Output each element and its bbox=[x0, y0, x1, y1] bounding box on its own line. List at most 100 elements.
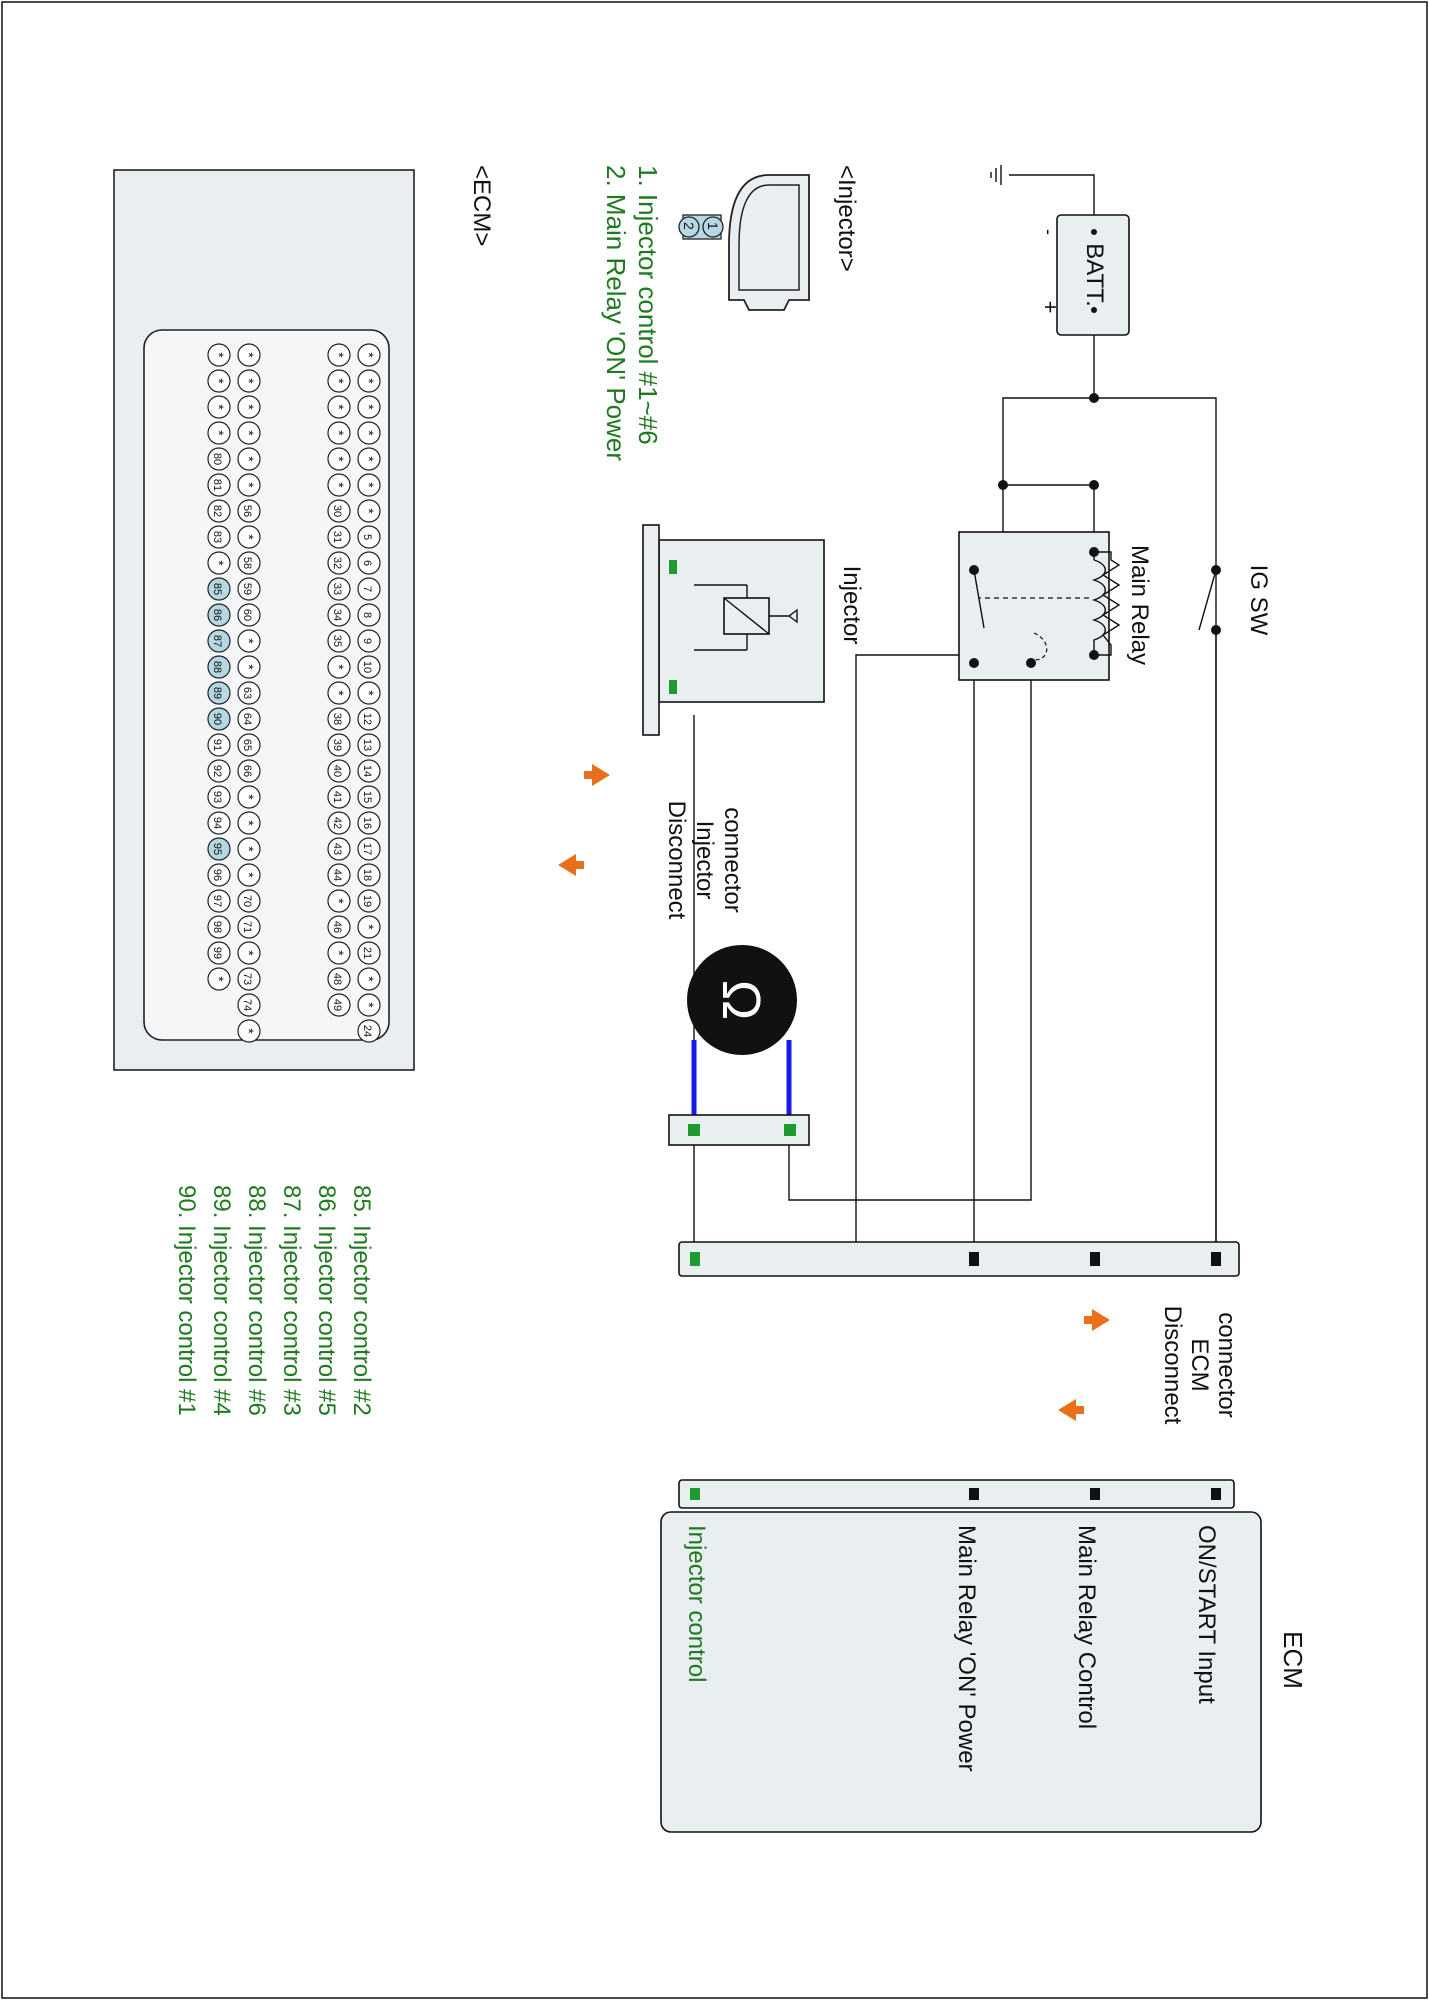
ecm-pin bbox=[357, 629, 381, 653]
ecm-pin-label: * bbox=[331, 664, 347, 670]
ecm-pin bbox=[327, 811, 351, 835]
ecm-pin-label: 34 bbox=[331, 609, 343, 621]
ecm-pin-label: 85 bbox=[211, 583, 223, 595]
ecm-pin bbox=[327, 473, 351, 497]
ecm-pin-label: 99 bbox=[211, 947, 223, 959]
ecm-pin bbox=[357, 785, 381, 809]
ecm-pin-label: 70 bbox=[241, 895, 253, 907]
ecm-pin bbox=[327, 499, 351, 523]
ecm-pin bbox=[327, 629, 351, 653]
ecm-pin bbox=[207, 629, 231, 653]
ecm-pin-label: * bbox=[331, 482, 347, 488]
ecm-pin-label: 86 bbox=[211, 609, 223, 621]
battery-pos-label: + bbox=[1038, 301, 1063, 314]
injector-connector-title: <Injector> bbox=[833, 165, 860, 272]
ecm-pin bbox=[237, 941, 261, 965]
ecm-pin bbox=[357, 915, 381, 939]
ecm-pin bbox=[357, 655, 381, 679]
ecm-pin bbox=[237, 473, 261, 497]
ecm-pin bbox=[327, 681, 351, 705]
main-relay-label: Main Relay bbox=[1126, 545, 1153, 665]
ecm-pin bbox=[357, 343, 381, 367]
ecm-pin-label: 42 bbox=[331, 817, 343, 829]
ecm-pin-label: 63 bbox=[241, 687, 253, 699]
ecm-pin bbox=[327, 421, 351, 445]
ecm-pin-label: 95 bbox=[211, 843, 223, 855]
ecm-pin-label: 59 bbox=[241, 583, 253, 595]
ecm-pin-label: 30 bbox=[331, 505, 343, 517]
ecm-pin-label: 35 bbox=[331, 635, 343, 647]
ecm-pin-label: * bbox=[361, 976, 377, 982]
ecm-pin-label: * bbox=[211, 352, 227, 358]
ecm-pin bbox=[237, 993, 261, 1017]
ecm-pin bbox=[327, 395, 351, 419]
ecm-legend-88: 88. Injector control #6 bbox=[243, 1185, 270, 1416]
ecm-pin-label: * bbox=[241, 664, 257, 670]
ecm-pin-label: * bbox=[361, 352, 377, 358]
ecm-pin bbox=[207, 759, 231, 783]
ecm-pin bbox=[207, 395, 231, 419]
ecm-pin bbox=[237, 837, 261, 861]
ecm-pin bbox=[357, 837, 381, 861]
ecm-pin bbox=[357, 421, 381, 445]
ecm-pin-label: 10 bbox=[361, 661, 373, 673]
ecm-pin-label: 39 bbox=[331, 739, 343, 751]
ecm-pin-label: * bbox=[331, 690, 347, 696]
ecm-pin-label: * bbox=[211, 378, 227, 384]
ecm-pin-label: * bbox=[361, 378, 377, 384]
ecm-pin bbox=[327, 707, 351, 731]
ecm-pin bbox=[327, 863, 351, 887]
ecm-pin-label: * bbox=[361, 430, 377, 436]
ecm-pin bbox=[207, 577, 231, 601]
disconnect-ecm-line1: Disconnect bbox=[1159, 1306, 1186, 1425]
ecm-pin-label: 96 bbox=[211, 869, 223, 881]
injector-label: Injector bbox=[838, 566, 865, 645]
ecm-pin-label: 15 bbox=[361, 791, 373, 803]
ecm-pin-label: 5 bbox=[361, 534, 373, 540]
ecm-pin-label: 8 bbox=[361, 612, 373, 618]
battery: BATT. - + bbox=[1038, 214, 1130, 336]
ecm-connector-view: <ECM> *******5678910*1213141516171819*21… bbox=[113, 165, 495, 1416]
ecm-pin-label: * bbox=[211, 430, 227, 436]
ecm-pin-label: 93 bbox=[211, 791, 223, 803]
ecm-pin-label: 83 bbox=[211, 531, 223, 543]
ecm-pin bbox=[237, 733, 261, 757]
battery-label: BATT. bbox=[1081, 243, 1108, 307]
ecm-pin bbox=[357, 941, 381, 965]
injector-legend-2: 2. Main Relay 'ON' Power bbox=[601, 165, 631, 461]
disconnect-injector-line2: Injector bbox=[691, 821, 718, 900]
ohm-meter: Ω bbox=[668, 945, 810, 1146]
ecm-pin bbox=[207, 837, 231, 861]
ecm-pin bbox=[207, 655, 231, 679]
ecm-pin bbox=[327, 525, 351, 549]
ecm-pin-label: * bbox=[331, 430, 347, 436]
ecm-pin-label: 41 bbox=[331, 791, 343, 803]
ecm-pin bbox=[237, 421, 261, 445]
ecm-pin bbox=[237, 551, 261, 575]
ecm-pin-label: * bbox=[211, 976, 227, 982]
ecm-pin-label: 58 bbox=[241, 557, 253, 569]
ecm-signal-on-start: ON/START Input bbox=[1193, 1525, 1220, 1704]
ecm-pin-label: 81 bbox=[211, 479, 223, 491]
ecm-pin-label: 32 bbox=[331, 557, 343, 569]
ecm-pin-label: 88 bbox=[211, 661, 223, 673]
ecm-pin-label: 40 bbox=[331, 765, 343, 777]
main-relay: Main Relay bbox=[958, 531, 1153, 681]
ecm-pin-label: * bbox=[241, 1028, 257, 1034]
ecm-pin bbox=[237, 577, 261, 601]
ecm-pin-label: * bbox=[241, 638, 257, 644]
ecm-pin-label: * bbox=[241, 846, 257, 852]
ecm-pin-label: 44 bbox=[331, 869, 343, 881]
ecm-pin bbox=[327, 369, 351, 393]
ecm-pin-label: * bbox=[211, 404, 227, 410]
ecm-pin-label: 9 bbox=[361, 638, 373, 644]
ecm-pin-label: 16 bbox=[361, 817, 373, 829]
ecm-signal-injector-control: Injector control bbox=[683, 1525, 710, 1682]
ecm-pin bbox=[207, 473, 231, 497]
injector-pin-2: 2 bbox=[681, 222, 697, 230]
ecm-pin-label: 13 bbox=[361, 739, 373, 751]
disconnect-ecm-line2: ECM bbox=[1186, 1338, 1213, 1391]
ecm-pin bbox=[357, 395, 381, 419]
ecm-pin bbox=[207, 421, 231, 445]
